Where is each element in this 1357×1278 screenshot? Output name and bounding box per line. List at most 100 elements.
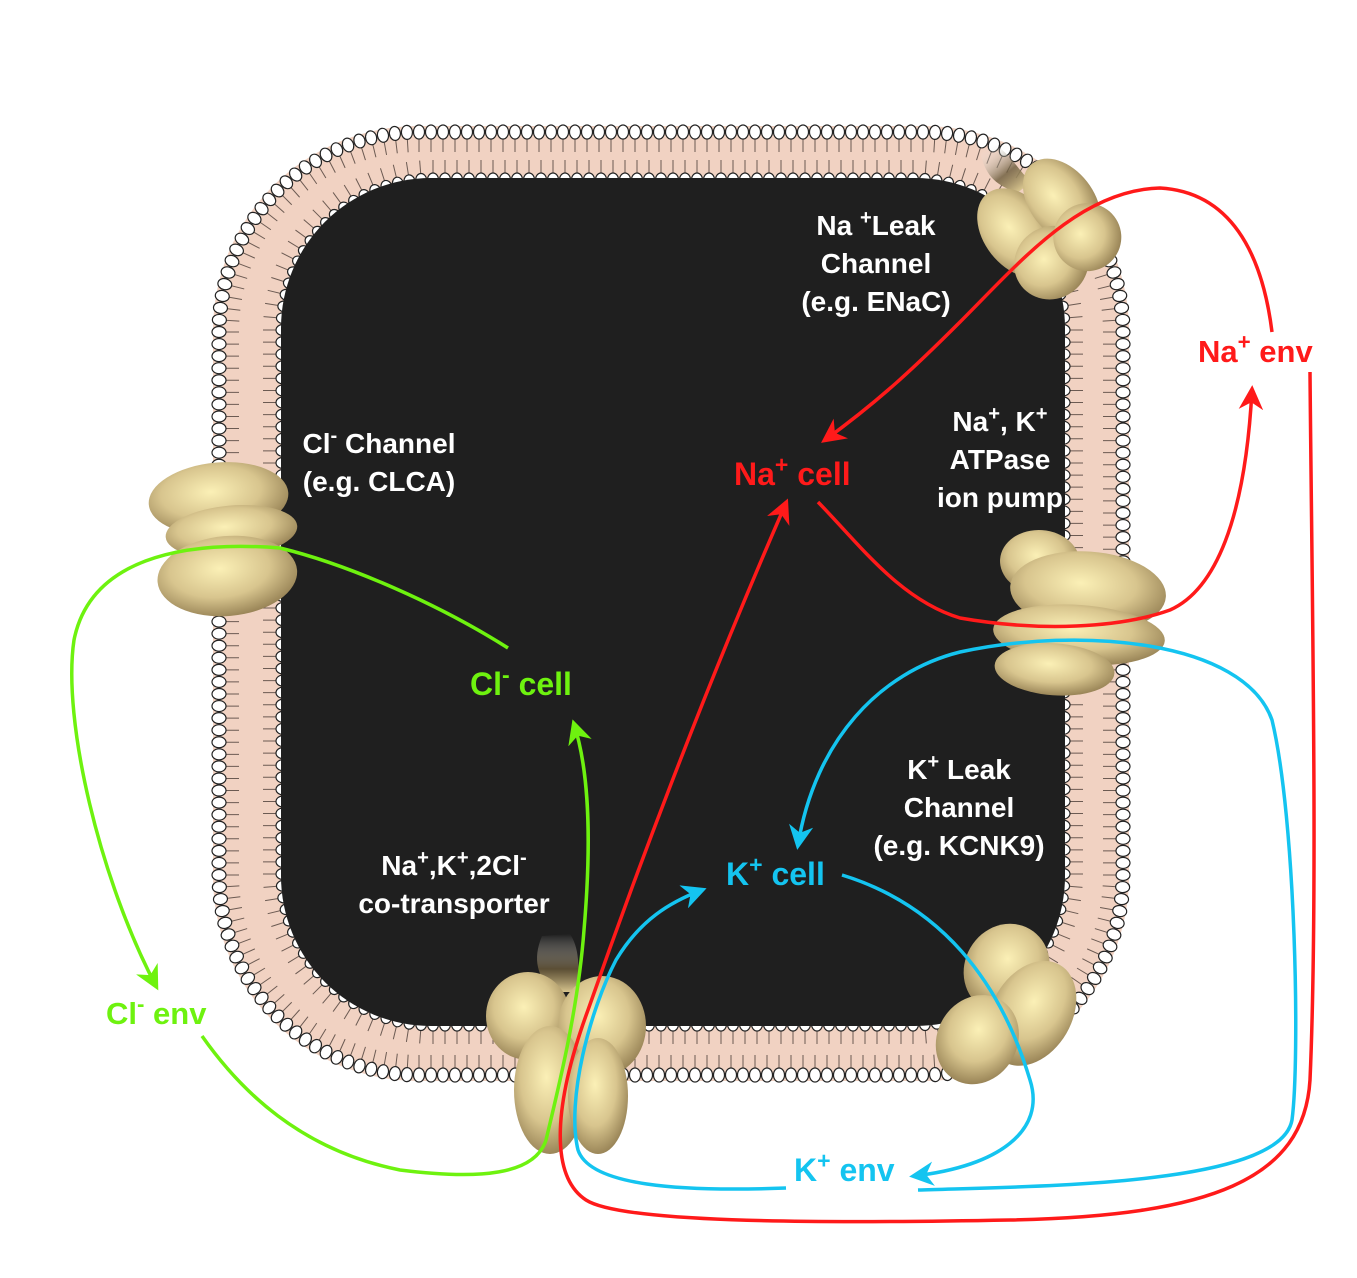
lipid-head [640,124,654,140]
nkcc-cotransporter-protein [486,934,646,1154]
lipid-head [1115,832,1131,845]
nkcc-label-cl: ,2Cl [468,850,520,881]
lipid-head [1086,971,1102,986]
lipid-head [856,1067,870,1083]
lipid-head [928,124,942,140]
lipid-head [1115,796,1131,809]
lipid-head [1115,808,1131,821]
lipid-head [1092,961,1108,975]
lipid-head [1115,422,1131,435]
lipid-head [1112,289,1128,303]
lipid-head [904,124,918,140]
lipid-head [628,1067,642,1083]
lipid-head [211,313,227,327]
lipid-head [1019,153,1034,169]
lipid-head [1115,494,1131,508]
k-cell-base: K [726,856,750,892]
lipid-head [712,124,726,140]
atpase-label-sup2: + [1035,402,1048,425]
lipid-head [211,374,227,387]
lipid-head [892,1067,906,1083]
lipid-head [1115,482,1131,495]
lipid-head [1113,892,1130,906]
lipid-head [211,808,227,821]
lipid-head [1106,928,1122,941]
lipid-head [712,1067,726,1083]
lipid-head [1115,699,1131,713]
cl-channel-label-example: (e.g. CLCA) [302,466,456,497]
k-env-label: K+ env [794,1149,895,1188]
lipid-head [262,192,277,207]
lipid-head [1115,868,1131,882]
k-env-sup: + [817,1147,831,1174]
na-cell-suffix: cell [788,456,851,492]
lipid-head [676,1067,690,1083]
lipid-head [211,386,227,399]
na-cell-sup: + [774,451,789,478]
lipid-head [844,1067,858,1083]
lipid-head [388,1065,402,1082]
atpase-label-atpase: ATPase [949,444,1051,475]
lipid-head [616,124,630,140]
lipid-head [211,736,227,749]
lipid-head [1115,760,1131,773]
lipid-head [784,1067,798,1083]
nkcc-label-cotransporter: co-transporter [358,888,550,919]
lipid-head [234,232,250,246]
k-leak-channel-protein [935,923,1077,1085]
lipid-head [270,183,285,198]
lipid-head [211,784,227,797]
lipid-head [220,266,236,279]
lipid-head [211,337,227,351]
lipid-head [240,221,256,236]
lipid-head [211,687,227,701]
lipid-head [1115,386,1131,399]
lipid-head [211,760,227,773]
na-leak-label-sup: + [859,206,872,229]
na-cell-base: Na [734,456,775,492]
k-env-base: K [794,1152,818,1188]
lipid-head [676,124,690,140]
lipid-head [1106,266,1122,279]
lipid-head [952,127,966,143]
lipid-head [1115,748,1131,761]
lipid-head [1109,277,1125,291]
lipid-head [568,124,582,140]
lipid-head [736,1067,750,1083]
lipid-head [288,1025,303,1040]
lipid-head [247,211,262,226]
na-k-atpase-protein [993,529,1166,696]
lipid-head [916,1067,930,1083]
lipid-head [211,639,227,652]
lipid-head [1115,518,1131,532]
k-leak-label-k: K [907,754,928,785]
lipid-head [424,1067,438,1083]
cl-channel-label-text: Cl [302,428,331,459]
lipid-head [211,675,227,689]
lipid-head [211,422,227,435]
cl-env-label: Cl- env [106,993,206,1029]
lipid-head [832,124,846,140]
lipid-head [341,137,355,153]
lipid-head [784,124,798,140]
k-cotransporter-influx-arrow [573,885,787,1191]
lipid-head [928,1067,942,1083]
lipid-head [520,124,534,140]
lipid-head [247,981,262,996]
lipid-head [640,1067,654,1083]
lipid-head [868,1067,882,1083]
cl-channel-efflux-arrow [70,544,509,991]
lipid-head [1109,916,1125,930]
lipid-head [279,1017,294,1032]
atpase-label-na: Na [952,406,989,437]
lipid-head [748,1067,762,1083]
lipid-head [688,1067,702,1083]
k-pump-influx-arrow [789,638,1298,1192]
lipid-head [808,1067,822,1083]
lipid-head [424,124,438,140]
lipid-head [211,434,227,447]
lipid-head [892,124,906,140]
k-env-suffix: env [830,1152,895,1188]
lipid-head [868,124,882,140]
